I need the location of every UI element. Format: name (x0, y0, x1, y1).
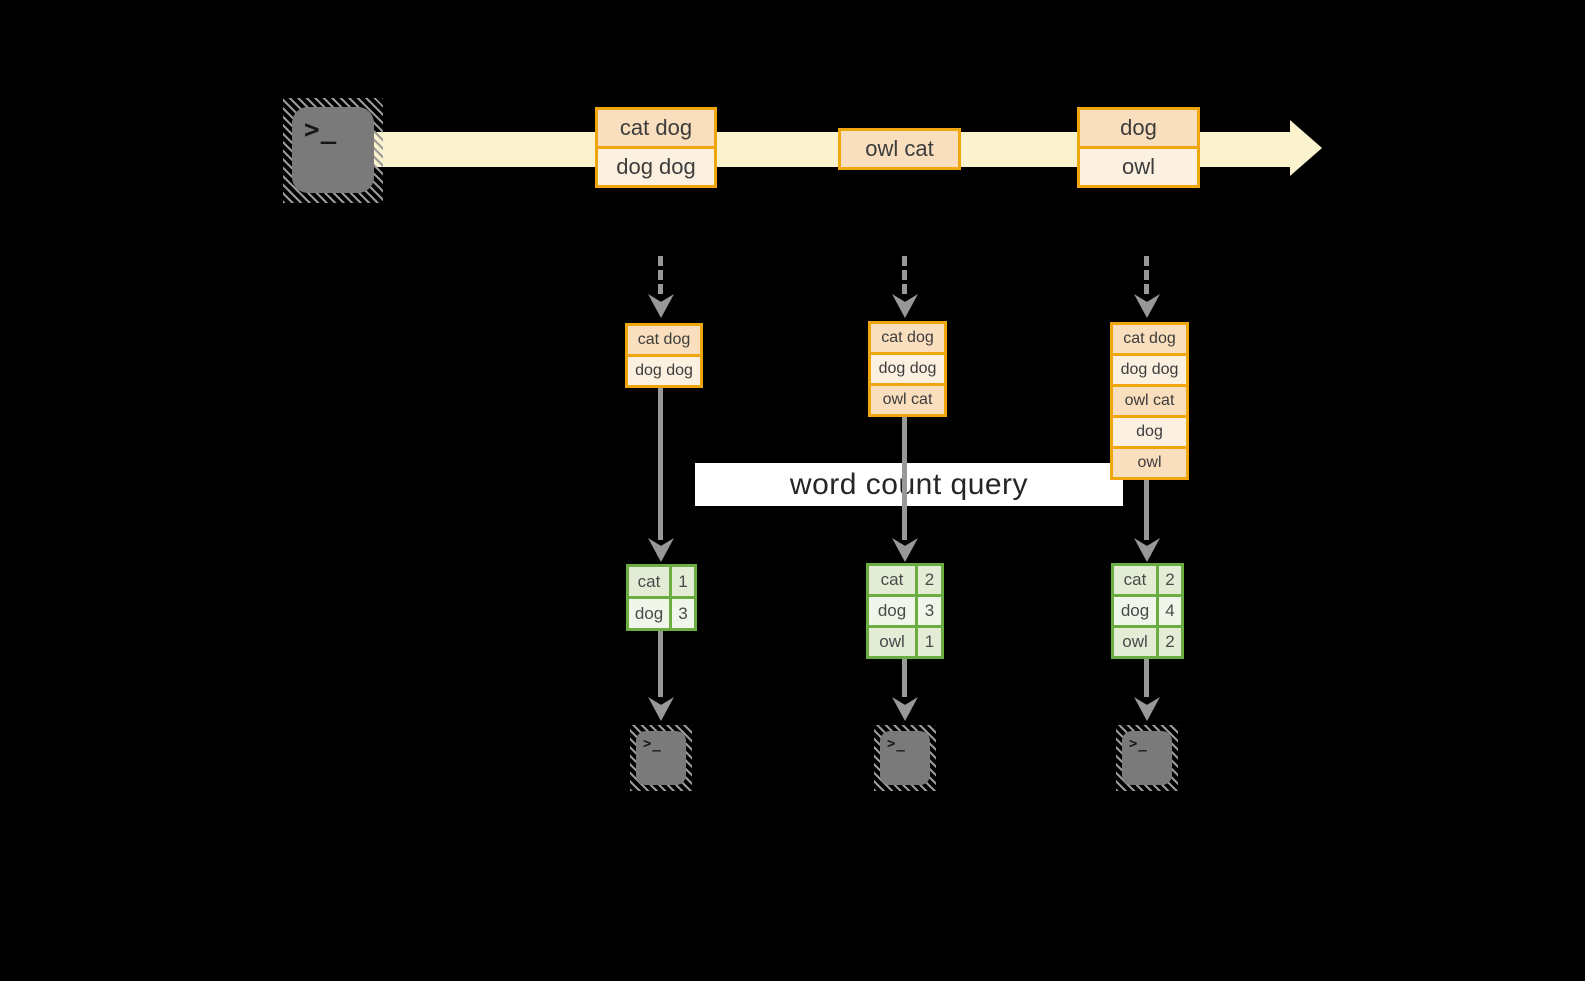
terminal-prompt-icon: >_ (304, 115, 338, 145)
query-band: word count query (695, 463, 1123, 506)
state-to-result-arrowhead-icon (1134, 538, 1160, 562)
terminal-prompt-icon: >_ (643, 736, 662, 752)
wordcount-table-3: cat 2 dog 4 owl 2 (1111, 563, 1184, 659)
state-line: cat dog (628, 326, 700, 354)
state-line: owl cat (871, 383, 944, 414)
state-line: dog dog (628, 354, 700, 385)
event-line: cat dog (598, 110, 714, 146)
state-line: cat dog (871, 324, 944, 352)
wordcount-table-1: cat 1 dog 3 (626, 564, 697, 631)
stream-event-box-3: dog owl (1077, 107, 1200, 188)
state-to-result-arrow-line (658, 388, 663, 540)
table-row: dog 4 (1114, 594, 1181, 625)
table-row: cat 1 (629, 567, 694, 596)
state-to-result-arrow-line (902, 417, 907, 540)
word-cell: dog (629, 599, 669, 628)
output-terminal-icon-3: >_ (1116, 725, 1178, 791)
state-buffer-2: cat dog dog dog owl cat (868, 321, 947, 417)
word-cell: owl (1114, 628, 1156, 656)
event-to-state-arrow-line (658, 256, 663, 294)
result-to-output-arrow-line (902, 659, 907, 697)
state-buffer-3: cat dog dog dog owl cat dog owl (1110, 322, 1189, 480)
table-row: dog 3 (869, 594, 941, 625)
state-to-result-arrowhead-icon (648, 538, 674, 562)
table-row: dog 3 (629, 596, 694, 628)
event-line: dog (1080, 110, 1197, 146)
state-line: cat dog (1113, 325, 1186, 353)
state-to-result-arrowhead-icon (892, 538, 918, 562)
event-line: dog dog (598, 146, 714, 185)
result-to-output-arrowhead-icon (892, 697, 918, 721)
event-to-state-arrow-line (902, 256, 907, 294)
result-to-output-arrow-line (658, 631, 663, 697)
state-line: dog dog (871, 352, 944, 383)
event-to-state-arrowhead-icon (1134, 294, 1160, 318)
word-cell: cat (1114, 566, 1156, 594)
stream-event-box-1: cat dog dog dog (595, 107, 717, 188)
count-cell: 2 (1156, 566, 1181, 594)
state-line: owl cat (1113, 384, 1186, 415)
table-row: owl 1 (869, 625, 941, 656)
terminal-body: >_ (636, 731, 686, 785)
source-terminal-icon: >_ (283, 98, 383, 203)
count-cell: 3 (915, 597, 941, 625)
table-row: cat 2 (869, 566, 941, 594)
word-cell: dog (1114, 597, 1156, 625)
table-row: cat 2 (1114, 566, 1181, 594)
output-terminal-icon-2: >_ (874, 725, 936, 791)
word-cell: cat (869, 566, 915, 594)
wordcount-table-2: cat 2 dog 3 owl 1 (866, 563, 944, 659)
state-to-result-arrow-line (1144, 480, 1149, 540)
result-to-output-arrow-line (1144, 659, 1149, 697)
word-cell: cat (629, 567, 669, 596)
state-line: dog (1113, 415, 1186, 446)
count-cell: 3 (669, 599, 694, 628)
stream-event-box-2: owl cat (838, 128, 961, 170)
output-terminal-icon-1: >_ (630, 725, 692, 791)
terminal-body: >_ (1122, 731, 1172, 785)
event-line: owl cat (841, 131, 958, 167)
state-line: dog dog (1113, 353, 1186, 384)
state-line: owl (1113, 446, 1186, 477)
query-label: word count query (789, 467, 1029, 501)
event-to-state-arrowhead-icon (648, 294, 674, 318)
count-cell: 2 (915, 566, 941, 594)
terminal-prompt-icon: >_ (1129, 736, 1148, 752)
terminal-prompt-icon: >_ (887, 736, 906, 752)
event-to-state-arrowhead-icon (892, 294, 918, 318)
state-buffer-1: cat dog dog dog (625, 323, 703, 388)
terminal-body: >_ (292, 107, 374, 193)
result-to-output-arrowhead-icon (1134, 697, 1160, 721)
table-row: owl 2 (1114, 625, 1181, 656)
count-cell: 1 (915, 628, 941, 656)
event-line: owl (1080, 146, 1197, 185)
count-cell: 2 (1156, 628, 1181, 656)
result-to-output-arrowhead-icon (648, 697, 674, 721)
terminal-body: >_ (880, 731, 930, 785)
word-cell: owl (869, 628, 915, 656)
count-cell: 1 (669, 567, 694, 596)
event-to-state-arrow-line (1144, 256, 1149, 294)
word-cell: dog (869, 597, 915, 625)
stream-arrowhead-icon (1290, 120, 1322, 176)
count-cell: 4 (1156, 597, 1181, 625)
